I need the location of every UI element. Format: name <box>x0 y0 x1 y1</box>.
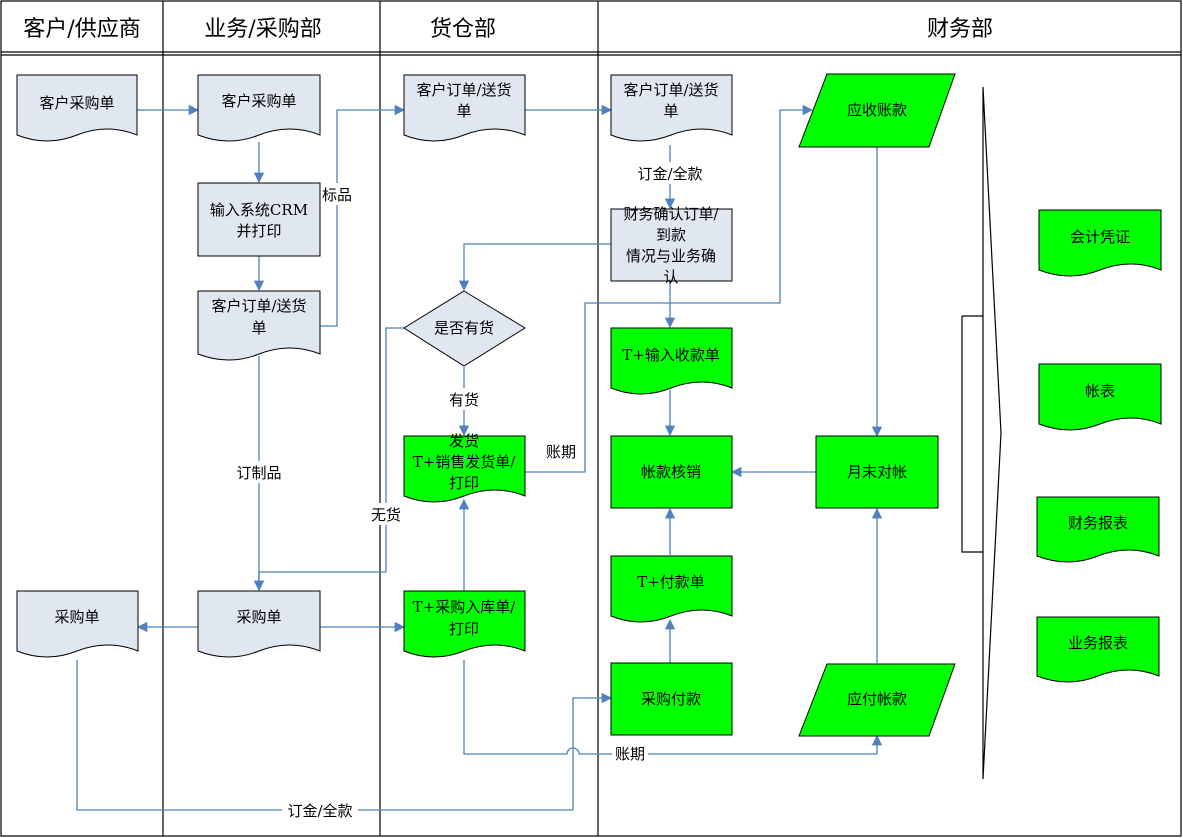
svg-text:采购付款: 采购付款 <box>641 690 701 708</box>
svg-text:采购单: 采购单 <box>54 608 99 626</box>
edge-stock-no <box>253 327 404 592</box>
svg-text:并打印: 并打印 <box>236 222 281 240</box>
svg-text:帐款核销: 帐款核销 <box>641 463 701 481</box>
node-fin-customer-order: 客户订单/送货 单 <box>610 74 733 142</box>
node-monthly-reconcile: 月末对帐 <box>815 435 939 509</box>
svg-text:应付帐款: 应付帐款 <box>847 690 907 708</box>
lane-title-customer: 客户/供应商 <box>23 17 140 42</box>
node-accounting-voucher: 会计凭证 <box>1038 209 1162 277</box>
edge-label-custom: 订制品 <box>236 464 281 482</box>
edge-labels: 标品 订制品 订金/全款 有货 无货 账期 账期 订金/全款 <box>229 162 708 821</box>
svg-text:客户采购单: 客户采购单 <box>39 94 114 112</box>
node-biz-purchase-order: 采购单 <box>197 590 321 658</box>
svg-text:帐表: 帐表 <box>1085 382 1115 400</box>
node-financial-report: 财务报表 <box>1036 496 1160 563</box>
output-arrow-outline <box>961 86 1002 780</box>
svg-text:采购单: 采购单 <box>236 608 281 626</box>
connectors <box>76 104 883 811</box>
svg-text:单: 单 <box>456 102 471 120</box>
edge-label-deposit-bottom: 订金/全款 <box>287 802 352 820</box>
svg-text:会计凭证: 会计凭证 <box>1070 228 1130 246</box>
node-payment-slip: T+付款单 <box>610 555 733 623</box>
edge-label-deposit-top: 订金/全款 <box>637 165 702 183</box>
svg-text:T+输入收款单: T+输入收款单 <box>622 346 720 364</box>
edge-label-out-of-stock: 无货 <box>371 506 401 524</box>
edge-cust-purchase-to-payment <box>76 660 613 811</box>
node-purchase-payment: 采购付款 <box>610 662 733 736</box>
svg-text:客户订单/送货: 客户订单/送货 <box>211 297 306 315</box>
node-accounts-payable: 应付帐款 <box>798 663 956 737</box>
svg-text:T+付款单: T+付款单 <box>637 573 705 591</box>
node-customer-po: 客户采购单 <box>16 74 138 142</box>
node-business-report: 业务报表 <box>1036 616 1160 683</box>
svg-text:应收账款: 应收账款 <box>847 101 907 119</box>
svg-text:到款: 到款 <box>656 226 686 244</box>
node-purchase-stock-in: T+采购入库单/ 打印 <box>403 590 526 658</box>
svg-text:客户订单/送货: 客户订单/送货 <box>416 81 511 99</box>
svg-text:客户采购单: 客户采购单 <box>221 92 296 110</box>
node-biz-customer-order: 客户订单/送货 单 <box>197 290 321 361</box>
edge-label-in-stock: 有货 <box>449 391 479 409</box>
svg-text:单: 单 <box>663 102 678 120</box>
svg-text:是否有货: 是否有货 <box>434 319 494 337</box>
node-writeoff: 帐款核销 <box>610 435 733 509</box>
edge-label-credit-term-purchase: 账期 <box>615 745 645 763</box>
edge-label-credit-term-sales: 账期 <box>546 443 576 461</box>
svg-text:业务报表: 业务报表 <box>1068 634 1128 652</box>
node-accounts-receivable: 应收账款 <box>798 73 956 148</box>
edge-label-standard: 标品 <box>322 186 352 204</box>
node-biz-customer-po: 客户采购单 <box>197 74 321 142</box>
svg-text:财务报表: 财务报表 <box>1068 514 1128 532</box>
svg-text:发货: 发货 <box>449 432 479 450</box>
svg-text:输入系统CRM: 输入系统CRM <box>210 201 308 219</box>
edge-biz-order-to-wh-order <box>320 104 406 327</box>
svg-text:T+销售发货单/: T+销售发货单/ <box>413 453 517 471</box>
node-finance-confirm: 财务确认订单/ 到款 情况与业务确 认 <box>610 205 733 286</box>
node-ledger: 帐表 <box>1038 363 1162 431</box>
svg-text:月末对帐: 月末对帐 <box>847 463 907 481</box>
svg-text:打印: 打印 <box>449 474 479 492</box>
edge-ship-to-receivable <box>525 104 814 473</box>
node-crm-entry: 输入系统CRM 并打印 <box>197 182 321 257</box>
svg-text:认: 认 <box>663 268 678 286</box>
node-customer-purchase-order: 采购单 <box>16 590 139 658</box>
svg-text:客户订单/送货: 客户订单/送货 <box>623 81 718 99</box>
lane-title-finance: 财务部 <box>927 17 993 42</box>
svg-text:T+采购入库单/: T+采购入库单/ <box>413 598 517 616</box>
lane-title-warehouse: 货仓部 <box>430 17 496 42</box>
node-wh-customer-order: 客户订单/送货 单 <box>403 74 526 142</box>
node-receipt-entry: T+输入收款单 <box>610 327 733 395</box>
lane-title-business: 业务/采购部 <box>204 17 321 42</box>
svg-text:单: 单 <box>251 319 266 337</box>
svg-text:情况与业务确: 情况与业务确 <box>626 247 716 265</box>
node-sales-delivery: 发货 T+销售发货单/ 打印 <box>403 432 526 503</box>
node-stock-decision: 是否有货 <box>403 290 526 367</box>
svg-text:打印: 打印 <box>449 620 479 638</box>
edge-confirm-to-stock-question <box>458 243 611 292</box>
svg-text:财务确认订单/: 财务确认订单/ <box>623 205 719 223</box>
